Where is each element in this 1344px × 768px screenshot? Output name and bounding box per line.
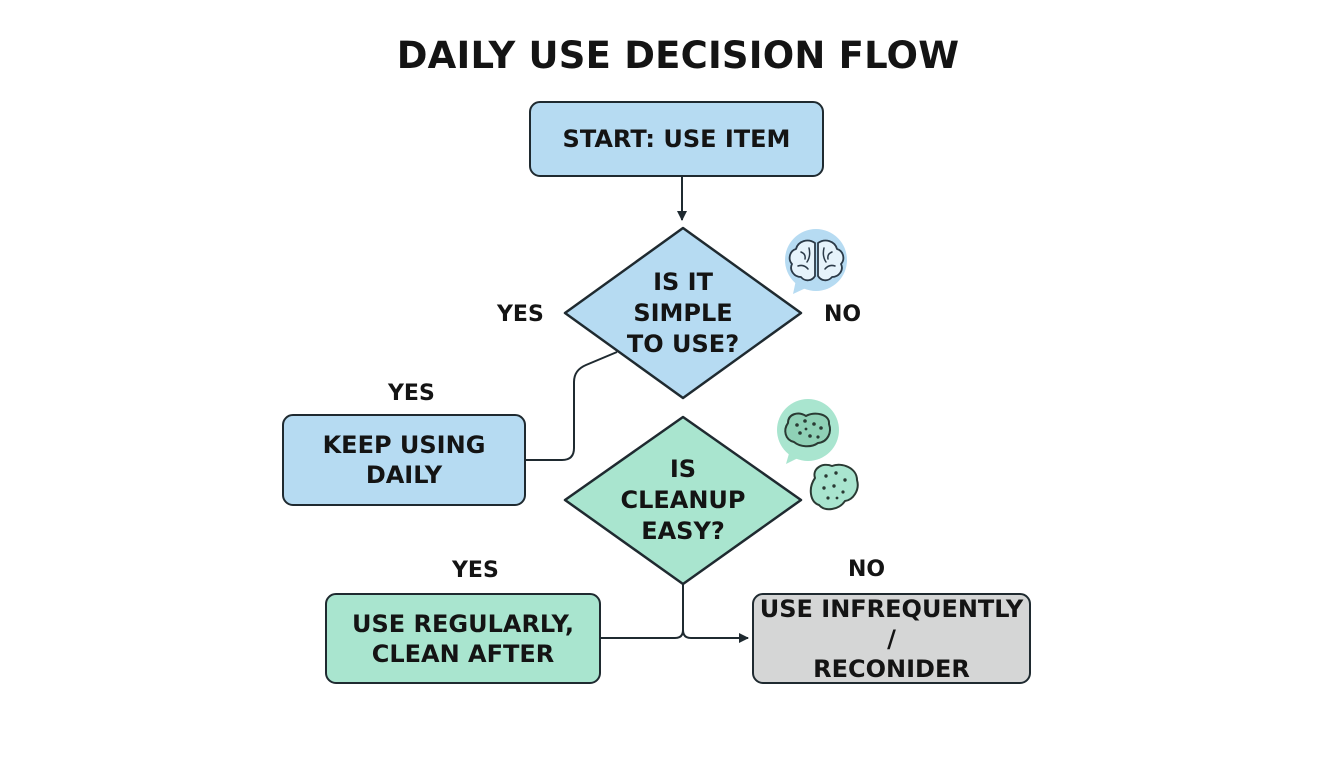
connector-simple-to-keep-using [525, 351, 618, 461]
decision-cleanup-text: IS CLEANUP EASY? [620, 454, 746, 545]
label-simple-yes: YES [497, 302, 544, 327]
use-infrequently-node: USE INFREQUENTLY / RECONIDER [752, 593, 1031, 684]
decision-diamond-simple [563, 226, 803, 400]
sponge-icon [777, 399, 839, 464]
decision-diamond-cleanup [563, 415, 803, 586]
sponge-icon-small [809, 463, 859, 511]
diagram-title: DAILY USE DECISION FLOW [396, 34, 960, 77]
arrow-cleanup-to-infrequent [682, 629, 749, 643]
label-cleanup-no: NO [848, 557, 886, 582]
start-node: START: USE ITEM [529, 101, 824, 177]
brain-icon [785, 229, 847, 294]
label-keep-yes: YES [388, 381, 435, 406]
decision-simple-text: IS IT SIMPLE TO USE? [626, 267, 740, 358]
label-cleanup-yes: YES [452, 558, 499, 583]
use-regularly-node: USE REGULARLY, CLEAN AFTER [325, 593, 601, 684]
keep-using-daily-node: KEEP USING DAILY [282, 414, 526, 506]
label-simple-no: NO [824, 302, 862, 327]
connector-cleanup-down [600, 584, 684, 639]
